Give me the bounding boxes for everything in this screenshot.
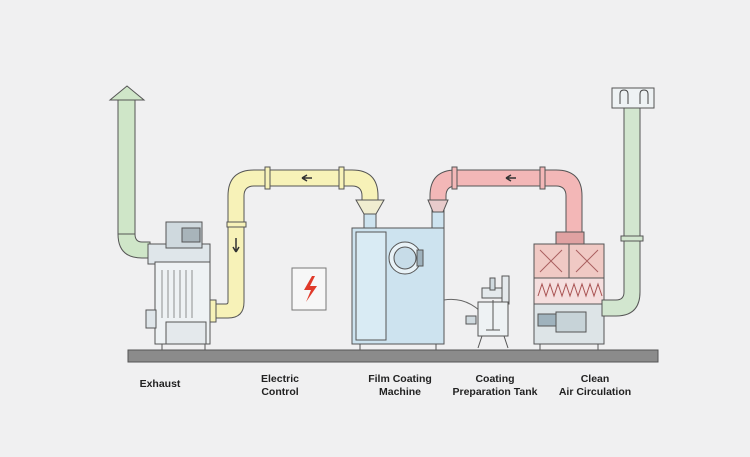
label-clean-air-circulation: Clean Air Circulation: [558, 373, 632, 398]
floor-platform: [127, 349, 659, 363]
return-air-duct: [209, 166, 385, 323]
label-coating-preparation-tank: Coating Preparation Tank: [452, 373, 538, 398]
coating-preparation-tank: [465, 275, 510, 349]
exhaust-unit: [145, 221, 211, 350]
label-exhaust: Exhaust: [139, 378, 181, 390]
film-coating-machine: [351, 209, 489, 350]
label-electric-control: Electric Control: [261, 373, 299, 398]
supply-air-duct: [427, 166, 583, 233]
clean-air-unit: [533, 231, 605, 350]
exhaust-stack: [108, 85, 151, 259]
electric-control-panel: [291, 267, 327, 311]
warning-icon: [304, 276, 317, 302]
clean-air-duct: [601, 87, 655, 317]
label-film-coating-machine: Film Coating Machine: [368, 373, 432, 398]
